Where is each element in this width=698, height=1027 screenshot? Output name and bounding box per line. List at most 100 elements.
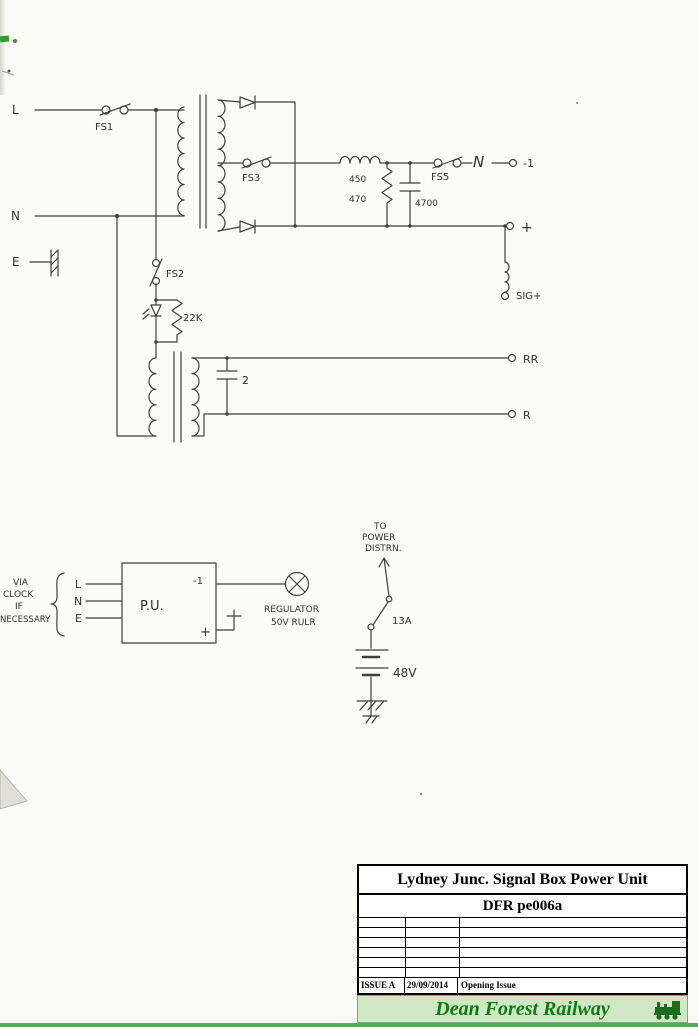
note-brace [50,572,65,637]
power-supply-circuit: L N E FS1 [11,94,541,443]
capacitor-4700 [399,162,421,227]
power-unit-label: P.U. [140,599,164,614]
circuit-schematic: L N E FS1 [0,35,578,810]
link-label-n: N [473,153,484,171]
dest-line-2: POWER [362,533,395,543]
transformer-t2 [148,351,200,443]
output-terminals [500,158,518,419]
fuse-fs3 [241,156,272,169]
drawing-number: DFR pe006a [359,895,686,918]
green-mark [0,35,10,43]
drawing-title: Lydney Junc. Signal Box Power Unit [359,866,686,895]
t2-primary-winding [148,357,157,437]
terminal-sig [500,291,510,301]
terminal-rr-label: RR [523,353,539,366]
revision-row-empty [359,918,686,928]
choke-value-label: 450 [349,175,366,185]
power-unit-pos-label: + [200,625,211,640]
company-banner: Dean Forest Railway [357,995,688,1023]
choke-coil [339,155,381,164]
pu-input-earth: E [75,612,82,625]
rectifier-diode-bottom [239,219,256,234]
note-line-2: CLOCK [3,590,34,600]
terminal-rr [507,353,517,363]
transformer-t1 [177,94,226,232]
train-icon [654,1001,681,1020]
battery-48v [355,649,389,677]
fuse-fs3-label: FS3 [242,173,260,184]
issue-row: ISSUE A 29/09/2014 Opening Issue [359,978,686,993]
green-dot [13,39,17,43]
pu-input-neutral: N [74,595,82,608]
battery-switch [367,595,393,631]
dust-speck [419,792,423,796]
dest-line-1: TO [373,522,387,532]
revision-row-empty [359,968,686,978]
power-unit-neg-label: -1 [193,576,203,587]
fuse-fs5-label: FS5 [431,172,449,183]
junction-dots [115,108,507,416]
led-indicator [142,299,162,320]
t1-secondary-winding [217,99,226,232]
revision-row-empty [359,928,686,938]
regulator-lamp [284,571,310,597]
note-line-3: IF [15,602,23,612]
label-earth: E [12,255,20,269]
terminal-neg [508,158,518,168]
revision-row-empty [359,948,686,958]
issue-description: Opening Issue [461,980,516,990]
dust-speck [576,102,578,104]
terminal-neg-label: -1 [523,157,534,170]
resistor-22k-label: 22K [183,313,203,324]
dest-line-3: DISTRN. [365,544,402,554]
battery-voltage-label: 48V [393,666,417,680]
company-name: Dean Forest Railway [435,997,610,1020]
regulator-label-2: 50V RULR [271,618,316,628]
revision-row-empty [359,958,686,968]
ink-speck [7,69,11,73]
battery-earth-symbol [356,700,388,724]
terminal-pos-label: + [521,220,533,236]
note-line-1: VIA [13,578,29,588]
fuse-fs2 [149,258,163,287]
resistor-470 [381,162,393,227]
terminal-pos [505,221,515,231]
t2-core [173,351,182,443]
power-unit-box [121,562,217,644]
terminal-sig-label: SIG+ [516,291,541,302]
capacitor-2-label: 2 [242,374,249,387]
note-line-4: NECESSARY [0,615,51,625]
fuse-fs5 [432,156,463,169]
fuse-fs1-label: FS1 [95,122,113,133]
issue-date: 29/09/2014 [405,978,458,993]
wires-pu-circuit [85,583,372,717]
switch-rating-label: 13A [392,616,412,627]
wires-power-circuit [29,99,510,437]
scan-artifacts [0,35,578,810]
feed-arrow [378,557,390,597]
capacitor-4700-label: 4700 [415,199,438,209]
pu-input-live: L [75,578,82,591]
t2-secondary-winding [191,357,200,437]
fuse-fs1 [99,103,131,116]
rectifier-diode-top [239,95,256,110]
scan-edge-shadow [0,0,6,95]
label-live: L [12,103,19,117]
terminal-r [507,409,517,419]
terminal-r-label: R [523,409,531,422]
t1-primary-winding [177,106,185,217]
pencil-smudge [1,70,15,76]
issue-label: ISSUE A [359,978,405,993]
earth-symbol [50,249,59,277]
title-block: Lydney Junc. Signal Box Power Unit DFR p… [357,864,688,995]
page-corner-curl [0,769,28,810]
capacitor-2 [216,357,238,415]
label-neutral: N [11,209,20,223]
regulator-label-1: REGULATOR [264,605,319,615]
green-footer-strip [0,1023,698,1027]
resistor-22k [171,299,183,336]
sig-dropper-coil [504,261,510,293]
resistor-470-label: 470 [349,195,366,205]
fuse-fs2-label: FS2 [166,269,184,280]
